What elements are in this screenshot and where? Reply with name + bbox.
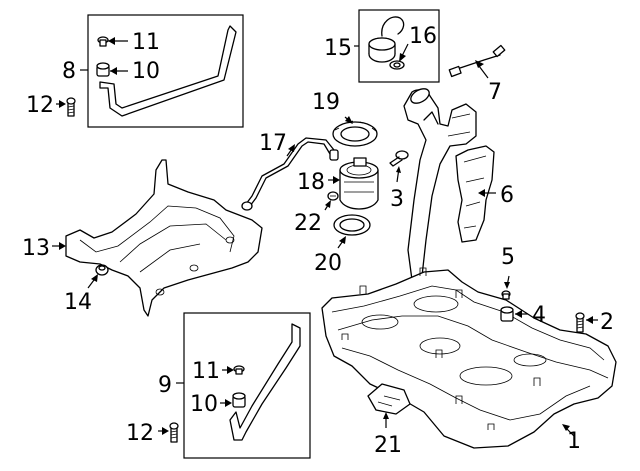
callout-22: 22 [294,211,322,236]
callout-14: 14 [64,290,92,315]
callout-12-lower: 12 [126,421,154,446]
callout-11-lower: 11 [192,359,220,384]
callout-18: 18 [297,170,325,195]
callout-5: 5 [501,245,515,270]
fuel-cap [368,37,396,63]
callout-21: 21 [374,433,402,458]
strap-kit-lower-box [183,312,311,459]
callout-7: 7 [488,80,502,105]
callout-10-lower: 10 [190,392,218,417]
bolt-5 [501,275,511,300]
callout-4: 4 [532,303,546,328]
callout-19: 19 [312,90,340,115]
callout-11-upper: 11 [132,30,160,55]
bracket-21 [367,383,411,428]
bolt-12-upper [66,97,76,117]
nut-10-lower [232,392,246,408]
filler-cap-kit [354,9,440,83]
nut-10-upper [96,62,110,77]
bolt-11-upper [97,36,109,47]
callout-1: 1 [567,429,581,454]
callout-10-upper: 10 [132,59,160,84]
strap-kit-upper [80,14,244,128]
callout-17: 17 [259,131,287,156]
seal-ring-20 [333,214,371,249]
nut-14 [87,264,109,289]
fuel-line-17 [241,137,339,211]
callout-13: 13 [22,236,50,261]
strap-kit-lower [176,312,311,459]
bolt-12-lower [169,422,179,443]
underbody-shield-13 [52,159,263,317]
fuel-pump-module-18 [328,157,379,210]
cap-tether [381,16,405,37]
lock-ring-19 [332,116,378,147]
cap-seal [389,60,405,70]
sensor-wire-7 [448,44,506,79]
fuel-tank-1 [321,267,617,449]
tank-strap-upper [99,25,237,117]
callout-2: 2 [600,310,614,335]
callout-9: 9 [158,373,172,398]
tank-strap-lower [229,323,301,441]
callout-12-upper: 12 [26,93,54,118]
callout-16: 16 [409,24,437,49]
callout-15: 15 [324,36,352,61]
filler-neck [403,88,477,281]
bolt-11-lower [233,365,245,375]
bolt-3 [389,150,409,183]
bolt-2 [575,312,598,333]
callout-20: 20 [314,251,342,276]
callout-3: 3 [390,187,404,212]
callout-6: 6 [500,183,514,208]
nut-4 [500,306,528,322]
strap-kit-upper-box [87,14,244,128]
clip-22 [324,191,339,211]
callout-8: 8 [62,59,76,84]
heat-shield-6 [455,145,496,243]
